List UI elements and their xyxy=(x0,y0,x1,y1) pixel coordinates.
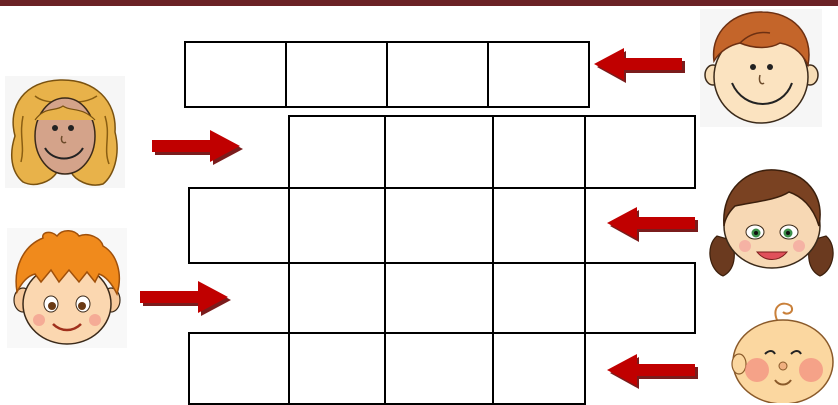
grid-cell[interactable] xyxy=(288,187,386,264)
grid-cell[interactable] xyxy=(288,332,386,405)
grid-cell[interactable] xyxy=(492,262,586,334)
grid-cell[interactable] xyxy=(492,115,586,189)
grid-cell[interactable] xyxy=(584,115,696,189)
grid-cell[interactable] xyxy=(288,115,386,189)
arrow-left-icon xyxy=(594,46,686,86)
grid-cell[interactable] xyxy=(188,332,290,405)
arrow-left-icon xyxy=(607,205,699,245)
grid-cell[interactable] xyxy=(384,332,494,405)
grid-cell[interactable] xyxy=(288,262,386,334)
grid-cell[interactable] xyxy=(492,332,586,405)
grid-cell[interactable] xyxy=(384,115,494,189)
grid-cell[interactable] xyxy=(188,187,290,264)
grid-cell[interactable] xyxy=(492,187,586,264)
grid-cell[interactable] xyxy=(584,262,696,334)
grid-cell[interactable] xyxy=(184,41,287,108)
brother-face-icon xyxy=(7,228,127,348)
mom-face-icon xyxy=(5,76,125,188)
grid-cell[interactable] xyxy=(384,187,494,264)
arrow-left-icon xyxy=(607,352,699,392)
dad-face-icon xyxy=(700,9,822,127)
sister-face-icon xyxy=(705,166,838,278)
arrow-right-icon xyxy=(152,128,244,168)
grid-cell[interactable] xyxy=(384,262,494,334)
grid-cell[interactable] xyxy=(386,41,490,108)
grid-cell[interactable] xyxy=(487,41,590,108)
grid-cell[interactable] xyxy=(285,41,388,108)
baby-face-icon xyxy=(725,300,838,403)
arrow-right-icon xyxy=(140,279,232,319)
top-border-bar xyxy=(0,0,838,6)
